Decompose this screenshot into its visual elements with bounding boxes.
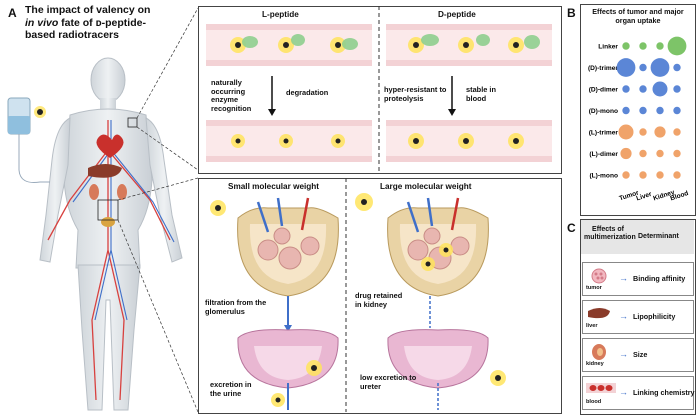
small-mw-header: Small molecular weight (228, 182, 319, 191)
organ-label: tumor (586, 285, 602, 291)
bubble-point (622, 171, 630, 179)
excretion-text: excretion in the urine (210, 380, 252, 398)
bubble-point (654, 126, 666, 138)
panel-c-letter: C (567, 221, 576, 235)
panel-b-box (580, 4, 696, 216)
title-line-2: in vivo fate of ᴅ-peptide- (25, 17, 205, 30)
determinant-row: tumor → Binding affinity (582, 262, 694, 296)
panel-c-header-right: Determinant (638, 233, 679, 240)
kidney-panel (198, 178, 562, 414)
row-label: (D)-trimer (588, 65, 618, 72)
title-italic: in vivo (25, 16, 59, 29)
l-peptide-header: L-peptide (262, 10, 299, 19)
tumor-icon (586, 267, 612, 290)
bubble-point (639, 171, 647, 179)
bubble-point (622, 106, 630, 115)
panel-b-title: Effects of tumor and major organ uptake (592, 7, 684, 25)
determinant-row: kidney → Size (582, 338, 694, 372)
kidney-icon (586, 343, 612, 366)
title-line-2-rest: fate of ᴅ-peptide- (58, 16, 146, 29)
d-text-resistant: hyper-resistant to proteolysis (384, 85, 447, 103)
determinant-row: liver → Lipophilicity (582, 300, 694, 334)
bubble-point (620, 147, 632, 160)
large-mw-header: Large molecular weight (380, 182, 472, 191)
bubble-point (673, 171, 681, 179)
panel-c-header-bg (581, 220, 694, 254)
bubble-point (656, 149, 664, 158)
bubble-point (639, 42, 647, 50)
d-text-stable: stable in blood (466, 85, 496, 103)
bubble-point (639, 106, 647, 115)
determinant-row: blood → Linking chemistry (582, 376, 695, 410)
column-label: Liver (635, 191, 653, 203)
row-label: (D)-dimer (589, 87, 619, 94)
human-body-illustration (7, 57, 183, 411)
row-label: Linker (598, 44, 618, 51)
blood-vessel-panel (198, 6, 562, 174)
bubble-point (656, 106, 664, 115)
bubble-point (652, 81, 668, 97)
bubble-point (622, 85, 630, 93)
d-peptide-header: D-peptide (438, 10, 476, 19)
bubble-point (673, 128, 681, 136)
low-excretion-text: low excretion to ureter (360, 373, 417, 391)
arrow-icon: → (619, 387, 628, 397)
retained-text: drug retained in kidney (355, 291, 403, 309)
bubble-point (673, 85, 681, 93)
arrow-icon: → (619, 349, 628, 359)
liver-icon (586, 305, 612, 328)
bubble-point (622, 42, 630, 50)
l-text-enzyme: naturally occurring enzyme recognition (211, 78, 252, 113)
bubble-chart: Linker (D)-trimer (D)-dimer (D)-mono (L)-tri… (588, 36, 689, 203)
blood-icon (586, 381, 616, 400)
panel-a-title: The impact of valency on in vivo fate of… (25, 4, 205, 42)
determinant-label: Lipophilicity (633, 312, 676, 321)
panel-c-header-left: Effects of multimerization (584, 226, 636, 242)
bubble-point (616, 58, 636, 77)
bubble-point (656, 171, 664, 179)
arrow-icon: → (619, 311, 628, 321)
bubble-point (639, 149, 647, 158)
bubble-point (639, 63, 647, 72)
bubble-point (656, 42, 664, 50)
bubble-point (673, 106, 681, 115)
determinant-label: Size (633, 350, 648, 359)
l-text-degradation: degradation (286, 88, 329, 97)
vessel-illustrations (206, 24, 552, 162)
bubble-point (639, 128, 647, 136)
panel-b-letter: B (567, 6, 576, 20)
bubble-point (673, 149, 681, 158)
bubble-point (650, 58, 670, 77)
determinant-label: Linking chemistry (633, 388, 695, 397)
bubble-point (673, 63, 681, 72)
filtration-text: filtration from the glomerulus (205, 298, 267, 316)
bubble-point (639, 85, 647, 93)
title-line-1: The impact of valency on (25, 4, 151, 16)
panel-a-letter: A (8, 6, 17, 20)
arrow-icon: → (619, 273, 628, 283)
bubble-point (618, 124, 634, 140)
organ-label: kidney (586, 361, 604, 367)
organ-label: blood (586, 399, 602, 405)
row-label: (L)-mono (589, 173, 618, 180)
bottom-divider (345, 178, 347, 412)
kidney-illustrations (210, 193, 506, 410)
row-label: (L)-trimer (589, 130, 619, 137)
determinant-label: Binding affinity (633, 274, 686, 283)
organ-label: liver (586, 323, 598, 329)
row-label: (L)-dimer (589, 151, 618, 158)
title-line-3: based radiotracers (25, 29, 119, 42)
row-label: (D)-mono (589, 108, 618, 115)
bubble-point (667, 36, 687, 56)
